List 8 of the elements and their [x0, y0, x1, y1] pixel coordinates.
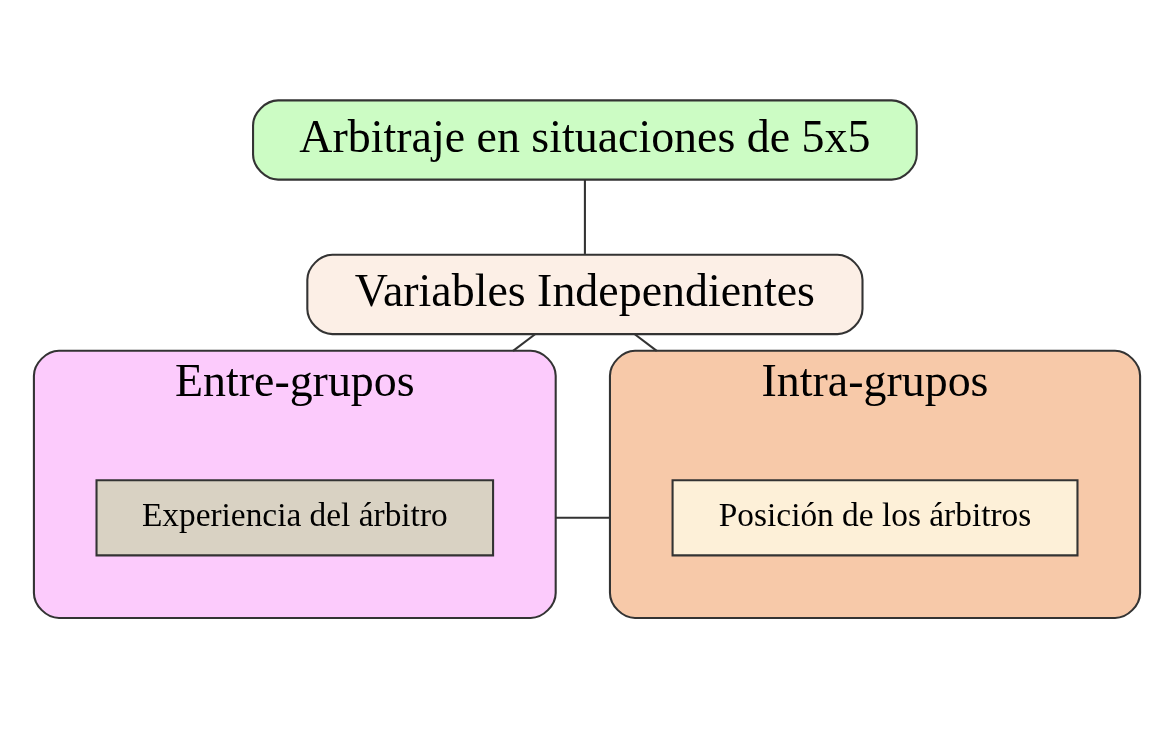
node-box: Experiencia del árbitro [95, 478, 495, 556]
connector [512, 332, 536, 352]
connector [634, 332, 658, 352]
node-box: Variables Independientes [306, 253, 864, 335]
node-box: Arbitraje en situaciones de 5x5 [252, 98, 918, 181]
connector [583, 179, 586, 254]
node-box: Posición de los árbitros [671, 478, 1079, 556]
connector [555, 516, 610, 519]
